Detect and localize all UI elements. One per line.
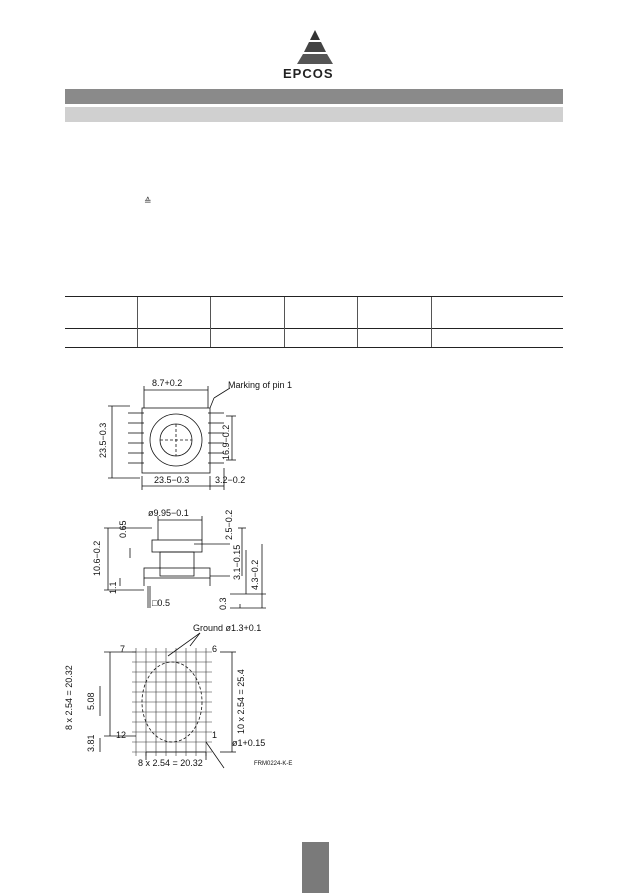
dim-core-diameter: ø9.95−0.1 <box>148 508 189 518</box>
epcos-logo-mark <box>297 30 333 64</box>
top-view-pins-right <box>208 412 224 464</box>
table-column-divider <box>357 297 358 347</box>
dim-pin-step: 0.3 <box>218 597 228 610</box>
dim-hole: ø1+0.15 <box>232 738 265 748</box>
dim-pin-length-a: 3.1−0.15 <box>232 545 242 580</box>
top-view-body <box>141 407 211 474</box>
dim-right-pitch: 10 x 2.54 = 25.4 <box>236 669 246 734</box>
table-bottom-rule <box>65 347 563 348</box>
header-band-dark <box>65 89 563 104</box>
label-ground: Ground ø1.3+0.1 <box>193 623 261 633</box>
dim-pin-length-b: 4.3−0.2 <box>250 560 260 590</box>
table-column-divider <box>284 297 285 347</box>
brand-wordmark: EPCOS <box>283 66 334 81</box>
pcb-outline <box>141 661 203 743</box>
pin-7-label: 7 <box>120 644 125 654</box>
pin-6-label: 6 <box>212 644 217 654</box>
table-column-divider <box>210 297 211 347</box>
table-header-rule <box>65 328 563 329</box>
dim-left-pitch: 8 x 2.54 = 20.32 <box>64 665 74 730</box>
top-view-pins-left <box>128 412 144 464</box>
pcb-grid <box>132 648 212 756</box>
page-number-tab <box>302 842 329 893</box>
dim-total-height: 10.6−0.2 <box>92 541 102 576</box>
dimension-drawing: 8.7+0.2 Marking of pin 1 23.5−0.3 16.9−0… <box>64 378 292 769</box>
dim-width: 23.5−0.3 <box>154 475 189 485</box>
dim-pin-spacing: 8.7+0.2 <box>152 378 182 388</box>
table-top-rule <box>65 296 563 297</box>
top-view-flange <box>149 413 203 467</box>
label-marking-pin1: Marking of pin 1 <box>228 380 292 390</box>
dim-pin-offset: 3.2−0.2 <box>215 475 245 485</box>
header-band-light <box>65 107 563 122</box>
drawing-code: FRM0224-K-E <box>254 761 292 767</box>
dim-flange-height: 2.5−0.2 <box>224 510 234 540</box>
dim-inner: 5.08 <box>86 692 96 710</box>
dim-flange: 0.65 <box>118 520 128 538</box>
dim-pin-square: □0.5 <box>152 598 170 608</box>
dim-base: 1.1 <box>108 581 118 594</box>
pin-12-label: 12 <box>116 730 126 740</box>
table-column-divider <box>431 297 432 347</box>
side-view-flange-bottom <box>143 567 211 579</box>
dim-height: 23.5−0.3 <box>98 423 108 458</box>
correspondence-glyph: ≙ <box>144 196 152 206</box>
pin-1-label: 1 <box>212 730 217 740</box>
table-column-divider <box>137 297 138 347</box>
side-view-core <box>159 551 195 577</box>
side-view-flange-top <box>151 539 203 553</box>
dim-bottom-pitch: 8 x 2.54 = 20.32 <box>138 758 203 768</box>
dim-inner-height: 16.9−0.2 <box>221 425 231 460</box>
dim-offset: 3.81 <box>86 734 96 752</box>
